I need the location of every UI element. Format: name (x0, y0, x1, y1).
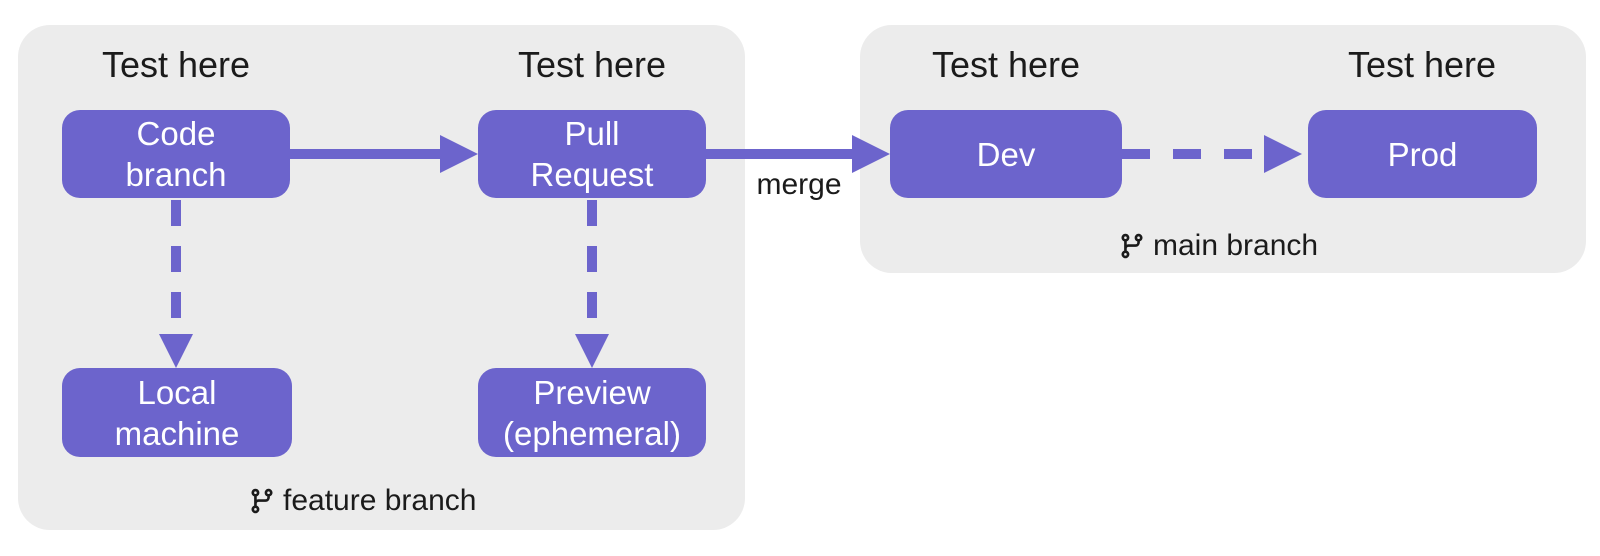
dev-label: Dev (976, 135, 1036, 173)
arrowhead-code-to-pr (440, 135, 478, 173)
git-branch-icon (1121, 233, 1143, 259)
git-branch-icon (251, 488, 273, 514)
code-branch-line1: Code (136, 115, 216, 152)
main-branch-label-text: main branch (1153, 229, 1319, 262)
preview-node: Preview (ephemeral) (478, 368, 706, 457)
test-here-label-code: Test here (101, 44, 251, 85)
pull-request-line2: Request (530, 156, 654, 193)
preview-line1: Preview (533, 373, 651, 411)
main-branch-label: main branch (1118, 229, 1318, 263)
prod-label: Prod (1387, 135, 1458, 173)
pull-request-node: Pull Request (478, 110, 706, 198)
feature-branch-label: feature branch (248, 484, 476, 518)
arrow-pr-to-dev (706, 149, 854, 159)
local-machine-line1: Local (137, 373, 217, 411)
pull-request-line1: Pull (564, 115, 620, 152)
dashed-arrow-pr-to-preview (587, 200, 597, 334)
arrow-code-to-pr (290, 149, 442, 159)
feature-branch-label-text: feature branch (283, 484, 477, 517)
test-here-label-dev: Test here (931, 44, 1081, 85)
arrowhead-pr-to-dev (852, 135, 890, 173)
code-branch-node: Code branch (62, 110, 290, 198)
dev-node: Dev (890, 110, 1122, 198)
merge-label: merge (756, 168, 842, 201)
test-here-label-prod: Test here (1347, 44, 1497, 85)
arrowhead-dev-to-prod (1264, 135, 1302, 173)
code-branch-line2: branch (125, 156, 227, 193)
local-machine-node: Local machine (62, 368, 292, 457)
test-here-label-pr: Test here (517, 44, 667, 85)
dashed-arrow-code-to-local (171, 200, 181, 334)
preview-line2: (ephemeral) (503, 414, 681, 452)
arrowhead-code-to-local (159, 334, 193, 368)
prod-node: Prod (1308, 110, 1537, 198)
local-machine-line2: machine (114, 414, 240, 452)
arrowhead-pr-to-preview (575, 334, 609, 368)
dashed-arrow-dev-to-prod (1122, 149, 1264, 159)
